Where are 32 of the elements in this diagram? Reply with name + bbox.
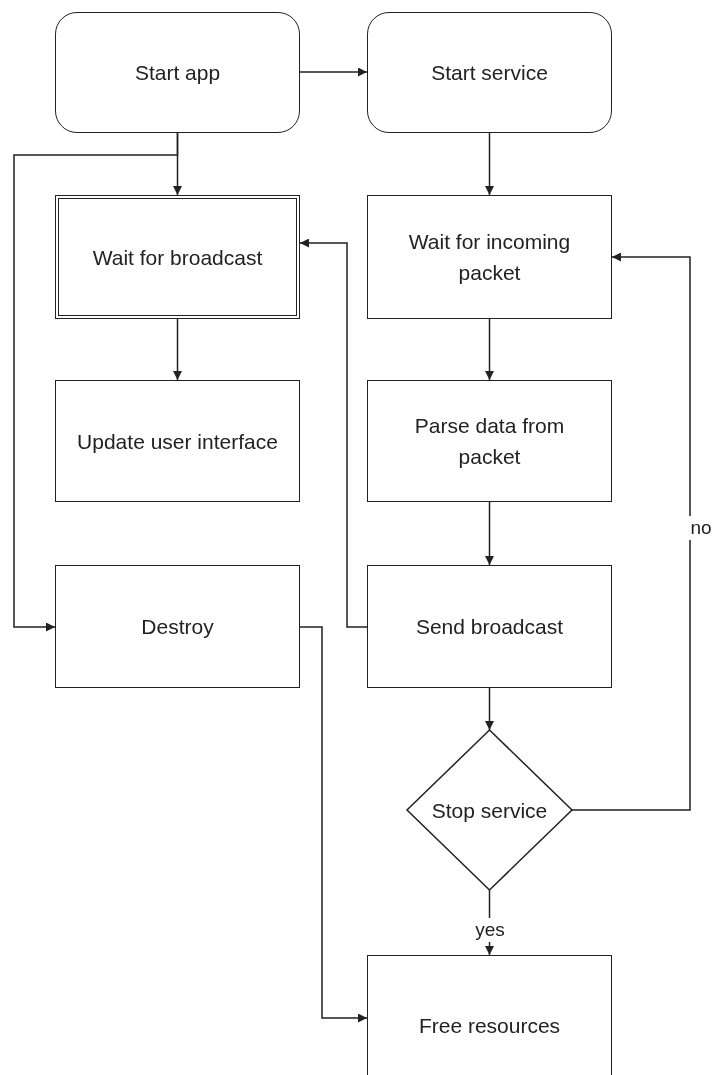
box-label: Send broadcast <box>415 614 564 640</box>
terminal-box <box>55 12 300 133</box>
box-label: Update user interface <box>77 428 278 455</box>
arrow <box>13 132 179 632</box>
box-label: Wait for incoming packet <box>407 229 572 286</box>
arrow <box>485 132 494 196</box>
box-label: Parse data from packet <box>413 413 566 470</box>
box-label: Destroy <box>141 614 214 640</box>
box-label: Start app <box>134 60 221 86</box>
arrow <box>485 687 494 731</box>
arrow <box>299 67 368 77</box>
arrow <box>299 238 368 628</box>
terminal-box <box>367 12 612 133</box>
process-box <box>55 565 300 688</box>
box-label: Free resources <box>418 1012 561 1039</box>
box-label: Stop service <box>431 797 548 824</box>
box-label: Wait for broadcast <box>92 244 263 271</box>
decision-diamond <box>407 730 572 890</box>
edge-label: yes <box>473 918 507 942</box>
arrow <box>299 626 368 1023</box>
process-box <box>367 565 612 688</box>
arrow <box>485 501 494 566</box>
arrow <box>571 252 691 811</box>
box-label: Start service <box>431 60 548 86</box>
process-box <box>367 955 612 1075</box>
process-box <box>55 380 300 502</box>
arrow <box>173 318 182 381</box>
process-box <box>367 195 612 319</box>
edge-label: no <box>688 516 714 540</box>
process-box <box>367 380 612 502</box>
process-box <box>55 195 300 319</box>
arrow <box>485 318 494 381</box>
